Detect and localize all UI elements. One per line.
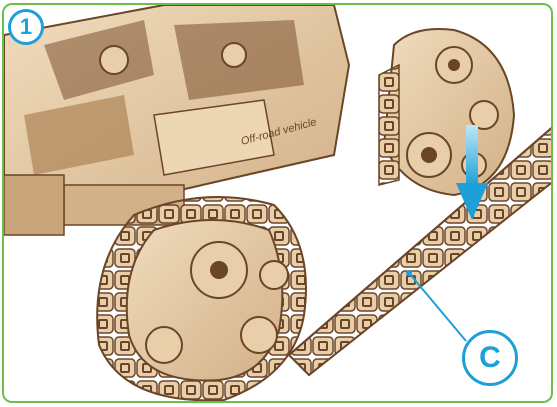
upper-track-assembly bbox=[379, 29, 514, 195]
instruction-frame: Off-road vehicle bbox=[2, 3, 553, 403]
callout-leader bbox=[409, 273, 466, 341]
lower-track-assembly bbox=[97, 197, 306, 400]
part-callout-c: C bbox=[462, 330, 518, 386]
step-number: 1 bbox=[20, 14, 32, 40]
callout-label: C bbox=[479, 341, 501, 375]
step-number-badge: 1 bbox=[8, 9, 44, 45]
